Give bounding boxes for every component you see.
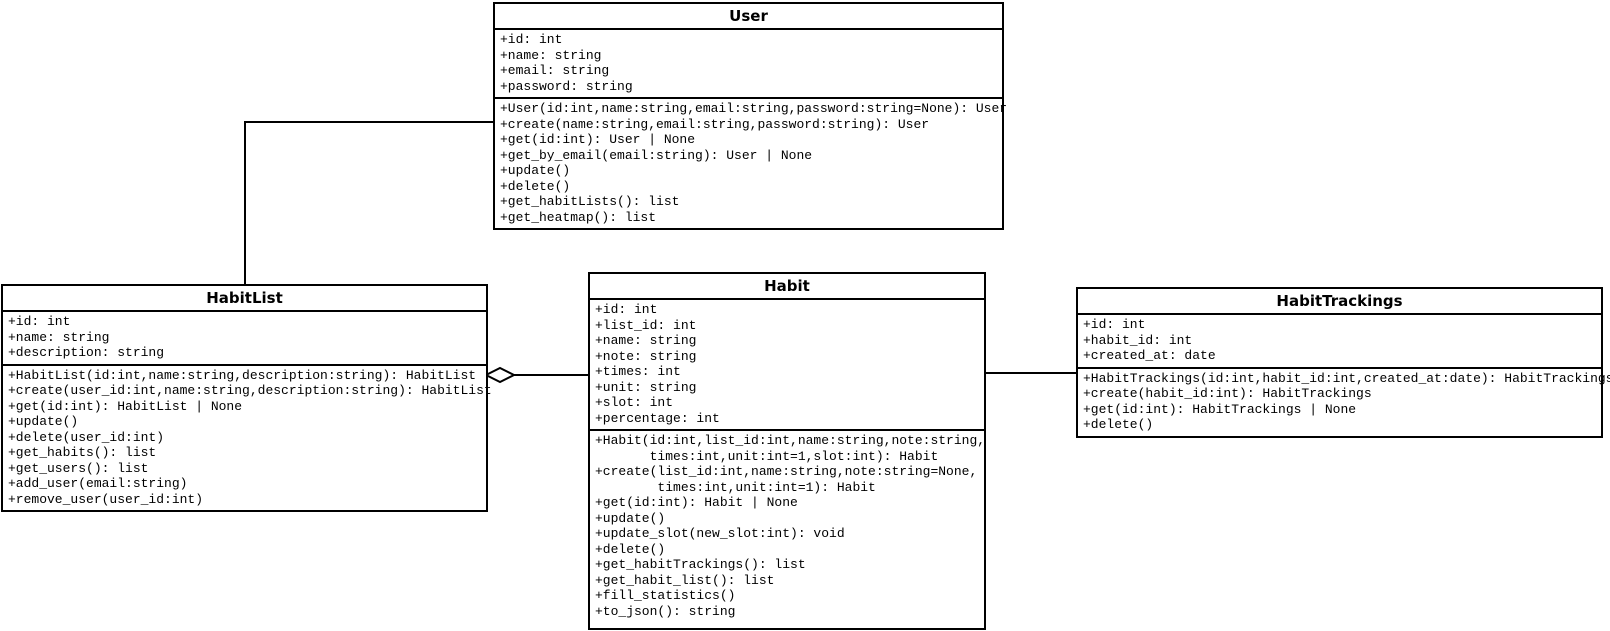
- member-row: +percentage: int: [595, 410, 720, 426]
- member-row: +slot: int: [595, 395, 674, 410]
- member-row: +delete(): [1083, 417, 1154, 432]
- class-title-habittrackings: HabitTrackings: [1078, 289, 1601, 315]
- member-row: +times: int: [595, 364, 681, 379]
- member-row: +create(user_id:int,name:string,descript…: [8, 383, 492, 398]
- member-row: +get_habitTrackings(): list: [595, 557, 806, 572]
- member-row: +name: string: [8, 329, 110, 345]
- member-row: +get(id:int): HabitList | None: [8, 398, 243, 414]
- member-row: +User(id:int,name:string,email:string,pa…: [500, 101, 1008, 116]
- methods-section-habittrackings: +HabitTrackings(id:int,habit_id:int,crea…: [1078, 369, 1610, 436]
- class-box-habittrackings: HabitTrackings +id: int+habit_id: int+cr…: [1076, 287, 1610, 438]
- member-row: +delete(): [500, 178, 571, 194]
- member-row: +email: string: [500, 63, 610, 78]
- member-row: +Habit(id:int,list_id:int,name:string,no…: [595, 433, 986, 448]
- member-row: +note: string: [595, 348, 697, 364]
- methods-section-habitlist: +HabitList(id:int,name:string,descriptio…: [3, 366, 492, 511]
- methods-section-user: +User(id:int,name:string,email:string,pa…: [495, 99, 1008, 228]
- member-row: +create(list_id:int,name:string,note:str…: [595, 464, 978, 479]
- member-row: +update(): [595, 510, 666, 526]
- member-row: +update_slot(new_slot:int): void: [595, 526, 845, 541]
- member-row: +update(): [8, 414, 79, 429]
- member-row: times:int,unit:int=1,slot:int): Habit: [595, 448, 939, 464]
- member-row: +id: int: [1083, 317, 1146, 332]
- member-row: +delete(): [595, 541, 666, 557]
- class-title-user: User: [495, 4, 1002, 30]
- member-row: +create(habit_id:int): HabitTrackings: [1083, 386, 1372, 401]
- member-row: +get_by_email(email:string): User | None: [500, 147, 813, 163]
- member-row: +get(id:int): Habit | None: [595, 495, 798, 510]
- member-row: +unit: string: [595, 379, 697, 395]
- member-row: +created_at: date: [1083, 348, 1216, 363]
- member-row: +name: string: [500, 47, 602, 63]
- member-row: +add_user(email:string): [8, 476, 188, 491]
- class-box-user: User +id: int+name: string+email: string…: [493, 2, 1008, 230]
- member-row: +password: string: [500, 78, 633, 94]
- member-row: +list_id: int: [595, 317, 697, 333]
- class-title-habit: Habit: [590, 274, 984, 300]
- member-row: +habit_id: int: [1083, 332, 1193, 348]
- member-row: +remove_user(user_id:int): [8, 491, 204, 507]
- attributes-section-habitlist: +id: int+name: string+description: strin…: [3, 312, 486, 366]
- member-row: +to_json(): string: [595, 603, 736, 619]
- connector-habitlist-habit: [514, 374, 588, 376]
- class-box-habitlist: HabitList +id: int+name: string+descript…: [1, 284, 492, 512]
- attributes-section-user: +id: int+name: string+email: string+pass…: [495, 30, 1002, 99]
- attributes-section-habit: +id: int+list_id: int+name: string+note:…: [590, 300, 984, 431]
- member-row: +id: int: [500, 32, 563, 47]
- member-row: +get_users(): list: [8, 460, 149, 476]
- member-row: +HabitTrackings(id:int,habit_id:int,crea…: [1083, 370, 1610, 386]
- member-row: +get(id:int): User | None: [500, 132, 696, 147]
- member-row: +fill_statistics(): [595, 588, 736, 603]
- member-row: +get_habit_list(): list: [595, 572, 775, 588]
- member-row: +delete(user_id:int): [8, 429, 165, 445]
- class-title-habitlist: HabitList: [3, 286, 486, 312]
- methods-section-habit: +Habit(id:int,list_id:int,name:string,no…: [590, 431, 986, 622]
- member-row: +name: string: [595, 333, 697, 348]
- member-row: +id: int: [595, 302, 658, 317]
- aggregation-diamond-icon: [484, 366, 516, 384]
- member-row: +get_heatmap(): list: [500, 209, 657, 225]
- connector-user-habitlist-vertical: [244, 121, 246, 286]
- connector-habit-habittrackings: [986, 372, 1076, 374]
- member-row: +get(id:int): HabitTrackings | None: [1083, 401, 1357, 417]
- member-row: +HabitList(id:int,name:string,descriptio…: [8, 367, 477, 383]
- member-row: times:int,unit:int=1): Habit: [595, 479, 876, 495]
- class-box-habit: Habit +id: int+list_id: int+name: string…: [588, 272, 986, 630]
- member-row: +id: int: [8, 314, 71, 329]
- attributes-section-habittrackings: +id: int+habit_id: int+created_at: date: [1078, 315, 1601, 369]
- member-row: +description: string: [8, 345, 165, 360]
- member-row: +update(): [500, 163, 571, 178]
- member-row: +get_habits(): list: [8, 445, 157, 460]
- connector-user-habitlist-horizontal: [244, 121, 493, 123]
- member-row: +create(name:string,email:string,passwor…: [500, 116, 930, 132]
- member-row: +get_habitLists(): list: [500, 194, 680, 209]
